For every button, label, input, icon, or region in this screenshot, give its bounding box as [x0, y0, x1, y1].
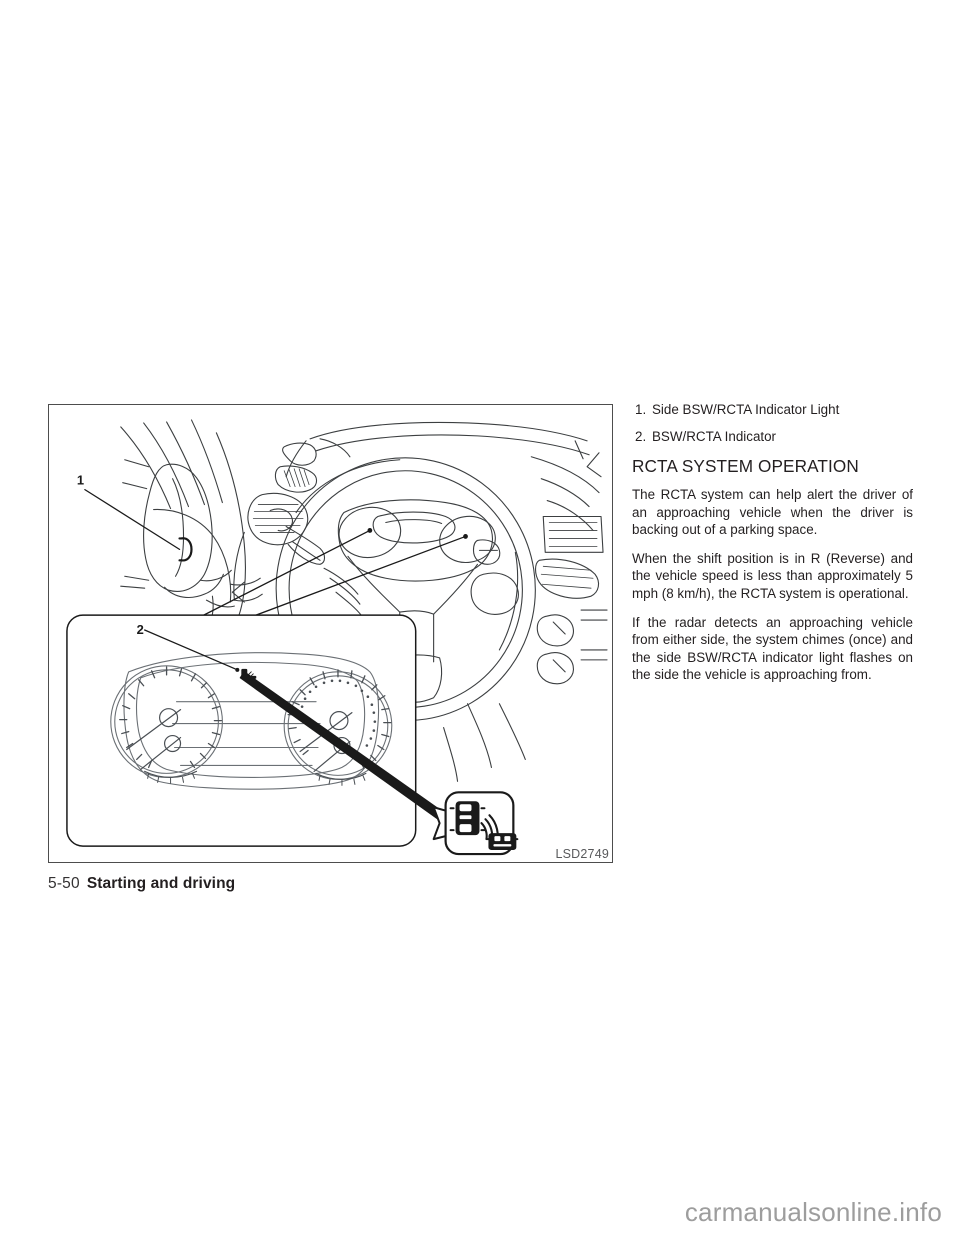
list-item-label: Side BSW/RCTA Indicator Light — [652, 402, 840, 417]
body-paragraph: The RCTA system can help alert the drive… — [632, 487, 913, 538]
list-item-number: 1. — [635, 402, 647, 417]
figure-code-label: LSD2749 — [555, 847, 609, 861]
callout-number-1: 1 — [77, 473, 84, 488]
figure-line-drawing: 1 2 — [66, 419, 608, 856]
mirror-and-pillar-group — [120, 419, 246, 627]
footer-section-title: Starting and driving — [86, 875, 236, 892]
figure-illustration-frame: 1 2 LSD2749 — [48, 404, 613, 863]
page-footer: 5-50 Starting and driving — [48, 874, 235, 894]
right-gauge-ticks — [287, 669, 392, 770]
list-item-label: BSW/RCTA Indicator — [652, 429, 777, 444]
callout-number-2: 2 — [137, 622, 144, 637]
site-watermark: carmanualsonline.info — [684, 1197, 942, 1227]
footer-page-number: 5-50 — [48, 875, 80, 892]
right-gauge-needle — [299, 711, 367, 786]
text-column: 1. Side BSW/RCTA Indicator Light 2. BSW/RC… — [632, 400, 913, 684]
left-gauge-needle — [126, 708, 198, 784]
body-paragraph: If the radar detects an approaching vehi… — [632, 614, 913, 683]
list-item: 2. BSW/RCTA Indicator — [632, 427, 913, 447]
callout-leader-2 — [144, 629, 238, 671]
list-item-number: 2. — [635, 429, 647, 444]
bsw-rcta-indicator-badge — [432, 791, 519, 856]
list-item: 1. Side BSW/RCTA Indicator Light — [632, 400, 913, 420]
figure-callout-list: 1. Side BSW/RCTA Indicator Light 2. BSW/RC… — [632, 400, 913, 447]
section-heading: RCTA SYSTEM OPERATION — [632, 456, 859, 476]
steering-wheel-and-dashboard-group — [229, 421, 608, 782]
callout-leader-1 — [84, 488, 181, 551]
body-paragraph: When the shift position is in R (Reverse… — [632, 550, 913, 601]
mirror-indicator-light-glyph — [178, 537, 193, 562]
